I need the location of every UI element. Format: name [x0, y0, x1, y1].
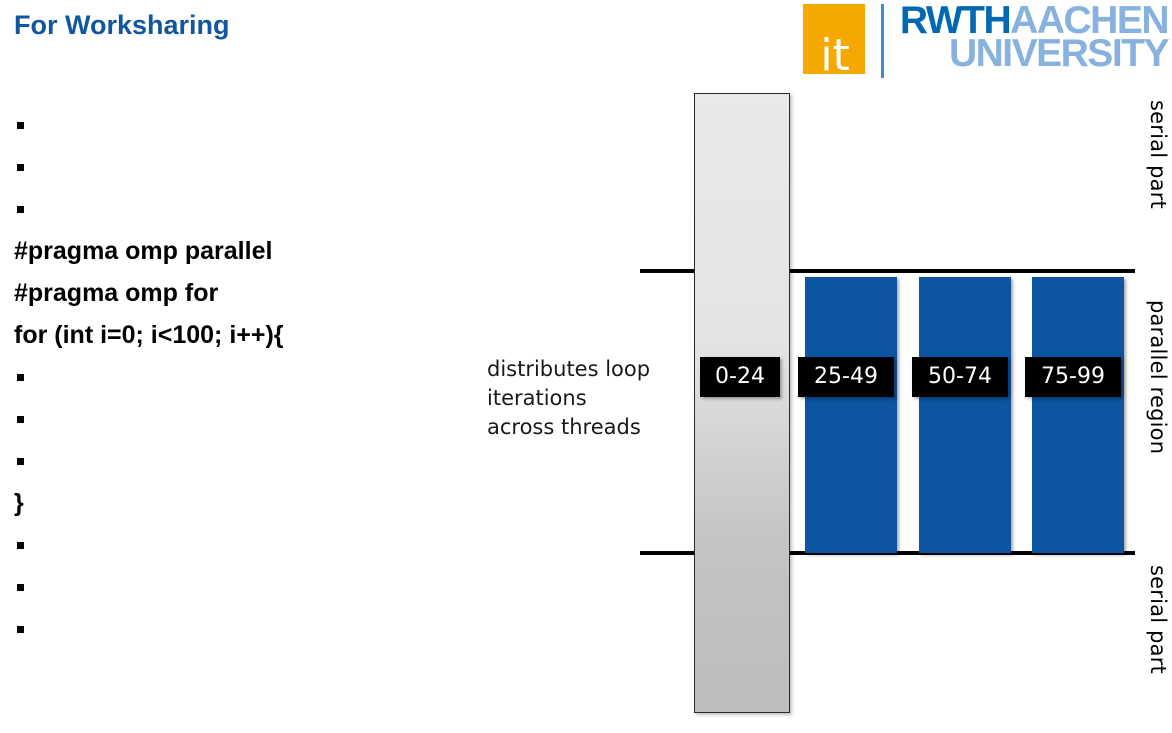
code-line: #pragma omp for	[14, 279, 219, 307]
code-ellipsis-dot	[14, 104, 444, 146]
parallel-region-end-line	[640, 551, 1135, 555]
logo-divider	[880, 4, 884, 78]
code-ellipsis-dot	[14, 146, 444, 188]
parallel-region-start-line	[640, 269, 1135, 273]
iteration-range-label-2: 50-74	[912, 357, 1008, 397]
logo-line-one: RWTHAACHEN	[900, 1, 1170, 40]
code-ellipsis-dot	[14, 188, 444, 230]
code-line: for (int i=0; i<100; i++){	[14, 321, 284, 349]
logo-aachen-text: AACHEN	[1010, 0, 1169, 42]
it-logo-text: it	[820, 30, 850, 81]
region-label-parallel: parallel region	[1146, 300, 1170, 455]
logo-rwth-text: RWTH	[899, 0, 1012, 42]
thread-bar-1	[805, 277, 897, 553]
iteration-range-label-0: 0-24	[700, 357, 780, 397]
thread-bar-2	[919, 277, 1011, 553]
code-ellipsis-dot	[14, 356, 444, 398]
master-thread-bar	[694, 93, 790, 713]
logo-university-text: UNIVERSITY	[948, 31, 1170, 75]
code-ellipsis-dot	[14, 398, 444, 440]
code-ellipsis-dot	[14, 608, 444, 650]
thread-bar-3	[1032, 277, 1124, 553]
diagram-annotation: distributes loop iterations across threa…	[487, 357, 651, 439]
code-line: }	[14, 489, 24, 517]
rwth-aachen-logo: it RWTHAACHEN UNIVERSITY	[802, 1, 1170, 80]
code-line: #pragma omp parallel	[14, 237, 273, 265]
region-label-serial-bottom: serial part	[1146, 565, 1170, 674]
page-title: For Worksharing	[14, 10, 230, 40]
region-label-serial-top: serial part	[1146, 100, 1170, 209]
it-logo-mark: it	[802, 4, 865, 78]
iteration-range-label-1: 25-49	[798, 357, 894, 397]
iteration-range-label-3: 75-99	[1025, 357, 1121, 397]
code-snippet: #pragma omp parallel #pragma omp for for (…	[14, 104, 444, 650]
code-ellipsis-dot	[14, 524, 444, 566]
logo-wordmark: RWTHAACHEN UNIVERSITY	[900, 1, 1170, 75]
code-ellipsis-dot	[14, 566, 444, 608]
worksharing-diagram: 0-24 25-49 50-74 75-99 distributes loop …	[455, 0, 1172, 733]
code-ellipsis-dot	[14, 440, 444, 482]
